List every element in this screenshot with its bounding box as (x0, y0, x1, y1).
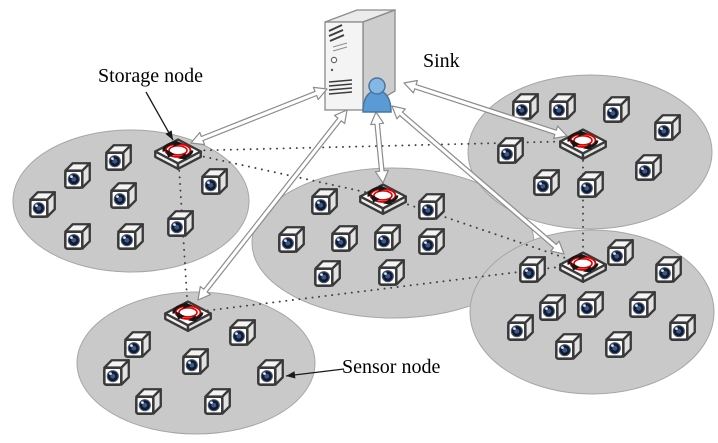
sensor-label-pointer-head (286, 371, 296, 379)
sink-storage-arrow (370, 111, 389, 184)
sensor-label-pointer (285, 368, 345, 377)
sensor-cube-icon (497, 136, 525, 164)
server-part (332, 46, 348, 52)
sink-storage-arrow (197, 109, 348, 301)
sensor-cube-icon (577, 170, 605, 198)
sensor-node-label: Sensor node (342, 356, 441, 378)
sensor-cube-icon (629, 290, 657, 318)
sensor-cube-icon (669, 313, 697, 341)
server-part (328, 24, 343, 32)
sensor-cube-icon (507, 313, 535, 341)
sink-storage-arrow (403, 79, 568, 140)
server-part (324, 21, 364, 111)
sensor-cube-icon (654, 113, 682, 141)
sensor-cube-icon (105, 143, 133, 171)
sensor-cube-icon (539, 293, 567, 321)
storage-link-dotted (177, 150, 189, 314)
sensor-cube-icon (64, 222, 92, 250)
sensor-cube-icon (418, 227, 446, 255)
sensor-cube-icon (418, 192, 446, 220)
server-part (328, 29, 344, 37)
sensor-cube-icon (533, 168, 561, 196)
sensor-cube-icon (229, 318, 257, 346)
sensor-cube-icon (655, 255, 683, 283)
sensor-cube-icon (124, 330, 152, 358)
sink-storage-arrow (190, 86, 328, 146)
sensor-cube-icon (549, 92, 577, 120)
sensor-cube-icon (257, 358, 285, 386)
sensor-cube-icon (64, 161, 92, 189)
sensor-cube-icon (103, 358, 131, 386)
storage-link-dotted (187, 263, 584, 314)
storage-node-label: Storage node (98, 65, 203, 87)
sensor-cube-icon (167, 209, 195, 237)
sensor-cube-icon (378, 258, 406, 286)
sink-storage-arrow (391, 105, 565, 255)
storage-link-dotted (177, 150, 384, 197)
sensor-cube-icon (29, 190, 57, 218)
storage-link-dotted (382, 195, 584, 265)
sensor-cube-icon (117, 222, 145, 250)
sensor-cube-icon (519, 255, 547, 283)
server-part (330, 68, 334, 72)
sensor-cube-icon (110, 181, 138, 209)
person-head (368, 77, 386, 95)
sensor-cube-icon (635, 153, 663, 181)
sensor-cube-icon (555, 332, 583, 360)
server-part (328, 91, 353, 95)
sensor-cube-icon (331, 224, 359, 252)
sensor-cube-icon (204, 387, 232, 415)
sensor-cube-icon (605, 330, 633, 358)
sensor-cube-icon (182, 347, 210, 375)
server-part (328, 83, 353, 87)
server-part (332, 42, 348, 48)
sensor-cube-icon (201, 167, 229, 195)
person-icon (362, 77, 392, 113)
sensor-cube-icon (512, 92, 540, 120)
sensor-cube-icon (374, 223, 402, 251)
server-part (330, 56, 338, 64)
sensor-cube-icon (607, 238, 635, 266)
server-part (329, 34, 345, 42)
sink-label: Sink (423, 50, 460, 72)
storage-label-pointer (145, 91, 174, 141)
sensor-cube-icon (314, 259, 342, 287)
sensor-cube-icon (577, 290, 605, 318)
server-part (328, 79, 353, 83)
sensor-cube-icon (278, 225, 306, 253)
sensor-cube-icon (311, 187, 339, 215)
server-tower-icon (324, 9, 396, 112)
server-part (328, 87, 353, 91)
sensor-cube-icon (603, 95, 631, 123)
storage-label-pointer-head (165, 130, 173, 140)
sensor-cube-icon (135, 387, 163, 415)
